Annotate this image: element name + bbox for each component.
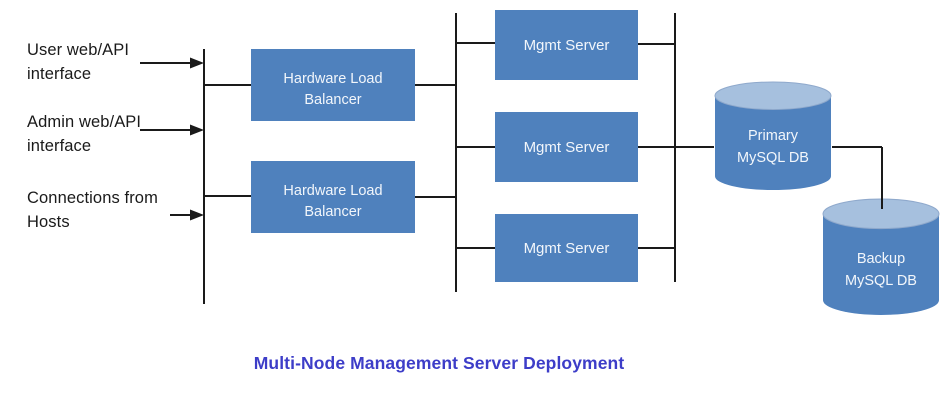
- label-line-1: Connections from: [27, 189, 158, 207]
- input-label-user-web-api: User web/API interface: [27, 38, 129, 86]
- node-label: Mgmt Server: [523, 138, 610, 156]
- mgmt-server-node-1: Mgmt Server: [495, 10, 638, 80]
- backup-db-label: Backup MySQL DB: [822, 248, 940, 292]
- node-label: Hardware Load Balancer: [283, 71, 383, 108]
- primary-db-label: Primary MySQL DB: [714, 125, 832, 169]
- label-line-1: Admin web/API: [27, 113, 142, 131]
- label-line-1: User web/API: [27, 41, 130, 59]
- arrowhead-hosts-icon: [190, 209, 204, 221]
- label-line-2: Hosts: [27, 213, 70, 231]
- db-name: Primary: [748, 128, 798, 144]
- primary-db-cylinder: Primary MySQL DB: [714, 81, 832, 191]
- node-label: Mgmt Server: [523, 36, 610, 54]
- label-line-2: interface: [27, 65, 92, 83]
- mgmt-server-node-2: Mgmt Server: [495, 112, 638, 182]
- db-type: MySQL DB: [737, 150, 809, 166]
- arrowhead-user-icon: [190, 57, 204, 69]
- node-label: Mgmt Server: [523, 239, 610, 257]
- load-balancer-node-1: Hardware Load Balancer: [251, 49, 415, 121]
- cylinder-shape: [714, 81, 832, 191]
- backup-db-cylinder: Backup MySQL DB: [822, 198, 940, 316]
- node-label: Hardware Load Balancer: [283, 183, 383, 220]
- mgmt-server-node-3: Mgmt Server: [495, 214, 638, 282]
- diagram-title: Multi-Node Management Server Deployment: [0, 353, 878, 374]
- db-type: MySQL DB: [845, 273, 917, 289]
- label-line-2: interface: [27, 137, 92, 155]
- input-label-admin-web-api: Admin web/API interface: [27, 110, 141, 158]
- input-label-connections-hosts: Connections from Hosts: [27, 186, 158, 234]
- db-name: Backup: [856, 251, 906, 267]
- diagram-title-text: Multi-Node Management Server Deployment: [253, 353, 625, 373]
- arrowhead-admin-icon: [190, 124, 204, 136]
- cylinder-shape: [822, 198, 940, 315]
- load-balancer-node-2: Hardware Load Balancer: [251, 161, 415, 233]
